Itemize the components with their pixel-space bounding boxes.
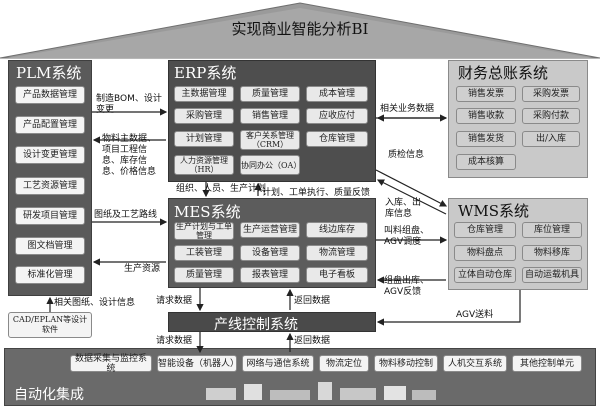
- wms-module: 立体自动仓库: [454, 267, 516, 283]
- finance-module: 销售发票: [456, 86, 516, 102]
- mes-module: 报表管理: [240, 267, 300, 283]
- roof-shape: [0, 2, 600, 59]
- erp-module: 人力资源管理（HR）: [174, 155, 234, 175]
- finance-module: 出/入库: [522, 131, 580, 147]
- flow-label-line-ret: 返回数据: [294, 296, 331, 306]
- flow-label-mes-wms: 叫料组盘、AGV调度: [384, 226, 430, 247]
- flow-label-agv: AGV送料: [456, 310, 494, 320]
- plm-module: 产品数据管理: [15, 86, 85, 104]
- automation-module: 物料移动控制: [374, 355, 438, 372]
- mes-module: 电子看板: [306, 267, 368, 283]
- flow-label-plm-erp-2: 物料主数据、项目工程信息、库存信息、价格信息: [102, 134, 157, 177]
- flow-label-wms-mes: 组盘出库、AGV反馈: [384, 276, 430, 297]
- plm-module: 产品配置管理: [15, 116, 85, 134]
- automation-module: 人机交互系统: [443, 355, 507, 372]
- erp-module: 协同办公（OA）: [240, 155, 301, 175]
- wms-module: 库位管理: [522, 222, 582, 238]
- plm-module: 研发项目管理: [15, 207, 85, 225]
- flow-label-mes-erp: 计划、工单执行、质量反馈: [262, 188, 371, 198]
- plm-module: 设计变更管理: [15, 146, 85, 164]
- flow-label-cad-plm: 相关图纸、设计信息: [54, 298, 136, 308]
- erp-module: 销售管理: [240, 108, 300, 124]
- finance-title: 财务总账系统: [458, 64, 549, 82]
- wms-module: 自动运载机具: [522, 267, 582, 283]
- automation-title: 自动化集成: [14, 387, 84, 403]
- line-control-bar: [168, 312, 376, 332]
- plm-title: PLM系统: [16, 64, 82, 82]
- finance-module: 销售发货: [456, 131, 516, 147]
- flow-label-erp-mes: 组织、人员、生产计划: [176, 184, 267, 194]
- erp-module: 质量管理: [240, 86, 300, 102]
- flow-label-erp-finance: 相关业务数据: [380, 104, 435, 114]
- mes-title: MES系统: [174, 203, 241, 221]
- wms-module: 物料盘点: [454, 245, 516, 261]
- erp-module: 主数据管理: [174, 86, 234, 102]
- automation-module: 数据采集与监控系统: [70, 354, 152, 374]
- flow-label-plm-erp: 制造BOM、设计变更: [96, 94, 162, 115]
- flow-label-plm-mes: 图纸及工艺路线: [94, 210, 158, 220]
- finance-module: 采购发票: [522, 86, 580, 102]
- erp-module: 计划管理: [174, 131, 234, 147]
- mes-module: 生产运营管理: [240, 222, 300, 238]
- mes-module: 物流管理: [306, 245, 368, 261]
- line-control-title: 产线控制系统: [214, 317, 298, 333]
- erp-module: 采购管理: [174, 108, 234, 124]
- automation-module: 网络与通信系统: [242, 355, 314, 372]
- finance-module: 成本核算: [456, 154, 516, 170]
- diagram-title: 实现商业智能分析BI: [231, 20, 369, 38]
- mes-module: 生产计划与工单管理: [174, 222, 234, 240]
- wms-module: 物料移库: [522, 245, 582, 261]
- flow-label-quality: 质检信息: [388, 150, 425, 160]
- wms-module: 仓库管理: [454, 222, 516, 238]
- erp-module: 成本管理: [306, 86, 368, 102]
- automation-module: 智能设备（机器人）: [157, 355, 239, 372]
- flow-label-mes-plm: 生产资源: [124, 264, 161, 274]
- automation-module: 其他控制单元: [512, 355, 582, 372]
- erp-module: 仓库管理: [306, 131, 368, 147]
- mes-module: 质量管理: [174, 267, 234, 283]
- flow-label-line-req2: 请求数据: [156, 336, 193, 346]
- flow-label-wms-erp: 入库、出库信息: [385, 198, 422, 219]
- flow-label-line-req: 请求数据: [156, 296, 193, 306]
- plm-module: 标准化管理: [15, 266, 85, 284]
- equipment-illustration: [206, 382, 436, 400]
- wms-title: WMS系统: [458, 202, 530, 220]
- finance-module: 销售收款: [456, 108, 516, 124]
- plm-module: 图文档管理: [15, 237, 85, 255]
- erp-title: ERP系统: [174, 64, 237, 82]
- plm-module: 工艺资源管理: [15, 177, 85, 195]
- erp-module: 客户关系管理（CRM）: [240, 130, 300, 150]
- mes-module: 工装管理: [174, 245, 234, 261]
- cad-box: CAD/EPLAN等设计软件: [8, 312, 92, 338]
- flow-label-line-ret2: 返回数据: [294, 336, 331, 346]
- automation-module: 物流定位: [319, 355, 369, 372]
- finance-module: 采购付款: [522, 108, 580, 124]
- erp-module: 应收应付: [306, 108, 368, 124]
- mes-module: 线边库存: [306, 222, 368, 238]
- mes-module: 设备管理: [240, 245, 300, 261]
